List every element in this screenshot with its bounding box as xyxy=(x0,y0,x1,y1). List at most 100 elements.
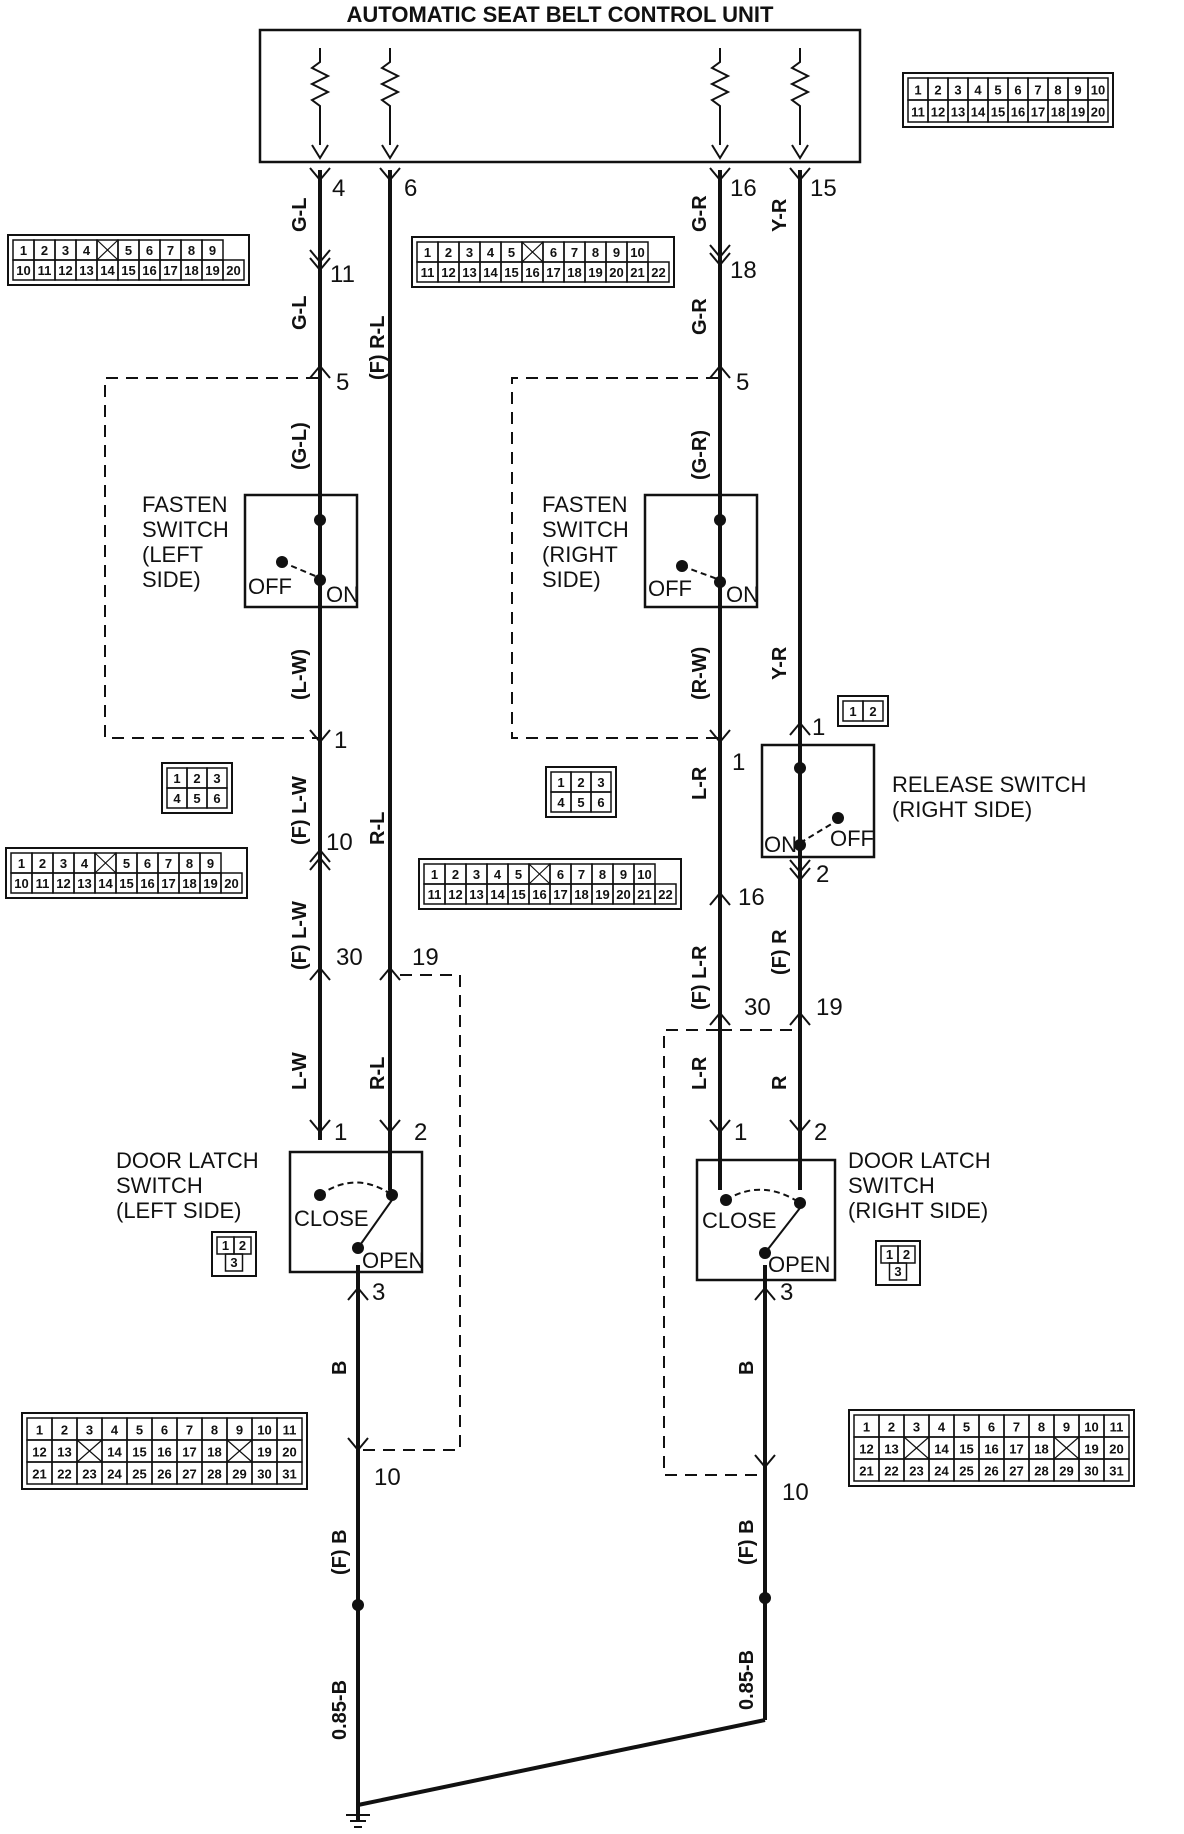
connector-pin-label: 1 xyxy=(849,704,856,719)
connector-pin-label: 5 xyxy=(963,1420,970,1435)
wire-label-lr-2: L-R xyxy=(689,1056,711,1090)
connector-pin-label: 7 xyxy=(167,243,174,258)
connector-pin-label: 6 xyxy=(550,245,557,260)
wire-label-r: R xyxy=(769,1075,791,1090)
fasten-left-line-0: FASTEN xyxy=(142,492,228,517)
connector-pin-label: 18 xyxy=(182,876,196,891)
connector-pin-label: 5 xyxy=(508,245,515,260)
connector-pin-label: 15 xyxy=(121,263,135,278)
connector-pin-label: 18 xyxy=(567,265,581,280)
connector-pin-label: 7 xyxy=(571,245,578,260)
connector-pin-label: 2 xyxy=(193,771,200,786)
connector-pin-label: 20 xyxy=(616,887,630,902)
connector-pin-label: 6 xyxy=(144,856,151,871)
connector-cell xyxy=(647,261,670,283)
connector-pin-label: 5 xyxy=(193,791,200,806)
connector-pin-label: 3 xyxy=(62,243,69,258)
connector-pin-label: 30 xyxy=(1084,1464,1098,1479)
wire-label-f-lr: (F) L-R xyxy=(689,945,711,1010)
control-unit-box xyxy=(258,28,862,164)
connector-pin-label: 31 xyxy=(1109,1464,1123,1479)
connector-pin-label: 18 xyxy=(207,1445,221,1460)
pin-1-right: 1 xyxy=(732,749,745,776)
pin-2-release: 2 xyxy=(816,861,829,888)
pin-10-bottom-right: 10 xyxy=(782,1479,809,1506)
wire-label-rw-paren: (R-W) xyxy=(689,647,711,700)
connector-cell xyxy=(206,787,228,809)
cu-pin-15: 15 xyxy=(810,175,837,202)
wire-label-lw-paren: (L-W) xyxy=(289,649,311,700)
connector-pin-label: 9 xyxy=(1074,83,1081,98)
wire-label-rl: R-L xyxy=(367,1057,389,1090)
connector-chevrons-left xyxy=(309,167,401,1452)
connector-pin-label: 6 xyxy=(557,867,564,882)
wire-label-f-lw-2: (F) L-W xyxy=(289,901,311,970)
connector-pin-label: 19 xyxy=(203,876,217,891)
wire-label-gr-top: G-R xyxy=(689,195,711,232)
connector-pin-label: 9 xyxy=(613,245,620,260)
fasten-right-line-1: SWITCH xyxy=(542,517,629,542)
connector-pin-label: 31 xyxy=(282,1467,296,1482)
pin-2-door-left: 2 xyxy=(414,1119,427,1146)
wire-label-gr-mid: G-R xyxy=(689,298,711,335)
pin-1-door-right: 1 xyxy=(734,1119,747,1146)
connector-pin-label: 3 xyxy=(913,1420,920,1435)
connector-blank-cell xyxy=(1053,1436,1080,1460)
shield-left-lower xyxy=(362,974,461,1451)
connector-pin-label: 6 xyxy=(146,243,153,258)
connector-pin-label: 3 xyxy=(597,775,604,790)
connector-pin-label: 2 xyxy=(239,1238,246,1253)
wire-ground-join xyxy=(357,1718,766,1807)
connector-pin-label: 7 xyxy=(1034,83,1041,98)
connector-pin-label: 10 xyxy=(630,245,644,260)
fasten-left-off: OFF xyxy=(248,574,292,599)
pin-2-door-right: 2 xyxy=(814,1119,827,1146)
connector-pin-label: 22 xyxy=(884,1464,898,1479)
pin-1-release: 1 xyxy=(812,714,825,741)
connector-pin-label: 17 xyxy=(1031,105,1045,120)
connector-pin-label: 28 xyxy=(1034,1464,1048,1479)
connector-chevrons-right xyxy=(709,167,811,1469)
fasten-right-on: ON xyxy=(726,582,759,607)
wire-label-b085-right: 0.85-B xyxy=(736,1650,758,1710)
connector-pin-label: 5 xyxy=(577,795,584,810)
connector-pin-label: 6 xyxy=(213,791,220,806)
door-left-line-2: (LEFT SIDE) xyxy=(116,1198,242,1223)
connector-pin-label: 20 xyxy=(282,1445,296,1460)
connector-pin-label: 6 xyxy=(597,795,604,810)
connector-pin-label: 13 xyxy=(79,263,93,278)
connector-pin-label: 15 xyxy=(132,1445,146,1460)
connector-pin-label: 10 xyxy=(1084,1420,1098,1435)
door-right-line-0: DOOR LATCH xyxy=(848,1148,991,1173)
connector-pin-label: 28 xyxy=(207,1467,221,1482)
connector-pin-label: 15 xyxy=(504,265,518,280)
connector-pin-label: 25 xyxy=(959,1464,973,1479)
connector-pin-label: 4 xyxy=(487,245,495,260)
connector-pin-label: 1 xyxy=(20,243,27,258)
pin-30-left: 30 xyxy=(336,944,363,971)
connector-pin-label: 10 xyxy=(1091,83,1105,98)
resistor-icon xyxy=(309,48,811,160)
connector-pin-label: 17 xyxy=(553,887,567,902)
ground-icon xyxy=(346,1805,370,1828)
connector-pin-label: 19 xyxy=(588,265,602,280)
connector-pin-label: 5 xyxy=(515,867,522,882)
connector-pin-label: 5 xyxy=(125,243,132,258)
wire-label-yr-mid: Y-R xyxy=(769,646,791,680)
connector-pin-label: 29 xyxy=(232,1467,246,1482)
connector-pin-label: 19 xyxy=(1071,105,1085,120)
connector-pin-label: 3 xyxy=(60,856,67,871)
connector-pin-label: 1 xyxy=(431,867,438,882)
connector-pin-label: 3 xyxy=(213,771,220,786)
door-right-open: OPEN xyxy=(768,1252,830,1277)
wire-label-gl-mid: G-L xyxy=(289,296,311,330)
connector-cell xyxy=(654,883,677,905)
wire-label-f-b-right: (F) B xyxy=(736,1519,758,1565)
connector-cell xyxy=(862,700,884,722)
connector-pin-label: 7 xyxy=(165,856,172,871)
